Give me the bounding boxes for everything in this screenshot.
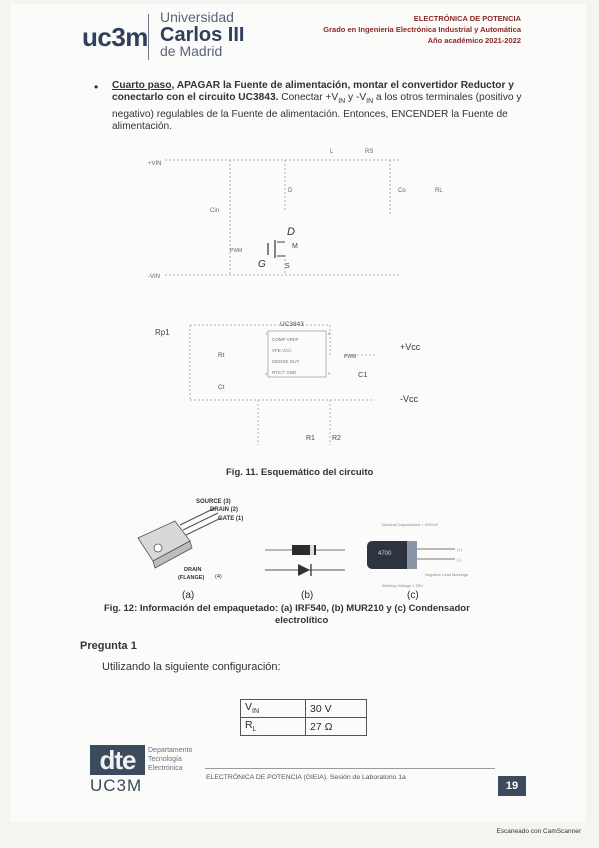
vin-neg-label: -VIN: [148, 274, 160, 280]
logo-divider: [148, 14, 149, 60]
dept-line-2: Tecnología: [148, 756, 182, 763]
param-value-rl: 27 Ω: [305, 717, 367, 736]
buck-converter-schematic: +VIN -VIN L RS D Co RL Cin PWM D M G S: [148, 149, 443, 280]
step-label: Cuarto paso: [112, 80, 172, 91]
logo-universidad: Universidad: [160, 9, 234, 25]
diode-label: D: [288, 188, 293, 194]
drain-flange-label-2: (FLANGE): [178, 575, 204, 581]
question-text: Utilizando la siguiente configuración:: [102, 661, 281, 673]
step-text-rest: a los otros terminales (positivo y negat…: [112, 92, 522, 133]
ic-pins-row-3: ISENSE OUT: [272, 359, 300, 364]
vcc-neg-label: -Vcc: [400, 394, 419, 404]
pwm-label: PWM: [230, 248, 242, 254]
dept-line-1: Departamento: [148, 747, 193, 754]
uc3843-ic-body: [267, 330, 327, 378]
pin-1: 1: [265, 331, 268, 336]
package-drawings: SOURCE (3) DRAIN (2) GATE (1) DRAIN (FLA…: [137, 499, 468, 588]
ic-pins-row-2: VFB VCC: [272, 348, 292, 353]
department-name: Departamento Tecnología Electrónica: [148, 746, 192, 773]
c1-label: C1: [358, 370, 368, 379]
inductor-label: L: [330, 149, 334, 155]
label-c: (c): [407, 590, 419, 601]
logo-carlos-iii: Carlos III: [160, 24, 245, 46]
step-sub-in-2: IN: [366, 98, 374, 106]
label-a: (a): [182, 590, 195, 601]
irf540-package: [137, 507, 222, 569]
step-sub-in-1: IN: [338, 98, 346, 106]
rt-label: Rt: [218, 352, 225, 359]
fig11-caption: Fig. 11. Esquemático del circuito: [226, 467, 374, 478]
question-title: Pregunta 1: [80, 640, 137, 652]
r2-label: R2: [332, 435, 341, 442]
vin-pos-label: +VIN: [148, 161, 162, 167]
page-number: 19: [498, 776, 526, 796]
uc3m-logo: uc3m: [82, 22, 148, 52]
footer-session: ELECTRÓNICA DE POTENCIA (GIEIA). Sesión …: [206, 774, 406, 781]
fig12-caption-line-1: Fig. 12: Información del empaquetado: (a…: [104, 603, 470, 614]
mur210-diode-body: [292, 545, 316, 555]
step-bullet: •: [94, 80, 99, 94]
parameters-table: VIN 30 V RL 27 Ω: [240, 699, 367, 736]
flange-number: (4): [215, 574, 222, 580]
dte-uc3m-logo: UC3M: [90, 776, 143, 795]
label-b: (b): [301, 590, 314, 601]
ic-pins-row-1: COMP VREF: [272, 337, 299, 342]
cin-label: Cin: [210, 208, 219, 214]
ct-label: Ct: [218, 384, 225, 391]
r1-label: R1: [306, 435, 315, 442]
handwritten-s: S: [285, 263, 290, 270]
pin-5: 5: [328, 371, 331, 376]
handwritten-g: G: [258, 259, 266, 270]
cap-minus-label: (-): [457, 557, 462, 562]
rs-label: RS: [365, 149, 373, 155]
handwritten-m: M: [292, 243, 298, 250]
param-name-rl: RL: [240, 717, 306, 736]
footer-divider: [205, 768, 495, 769]
fig12-caption-line-2: electrolítico: [275, 615, 329, 626]
electrolytic-capacitor-body: [367, 541, 417, 569]
cap-nominal-label: Nominal Capacitance = 4700uF: [382, 522, 439, 527]
co-label: Co: [398, 188, 406, 194]
rp1-label: Rp1: [155, 328, 170, 337]
header-course: ELECTRÓNICA DE POTENCIA: [413, 14, 521, 23]
dept-line-3: Electrónica: [148, 765, 183, 772]
gate-pin-label: GATE (1): [218, 516, 243, 522]
cap-plus-label: (+): [457, 547, 463, 552]
step-paragraph: Cuarto paso, APAGAR la Fuente de aliment…: [112, 80, 532, 134]
drain-pin-label: DRAIN (2): [210, 507, 238, 513]
step-text-y: y -V: [345, 92, 367, 104]
handwritten-d: D: [287, 226, 295, 238]
cap-voltage-label: Working Voltage = 25V: [382, 583, 423, 588]
pin-4: 4: [265, 371, 268, 376]
rl-label: RL: [435, 188, 443, 194]
uc3843-schematic: UC3843 COMP VREF VFB VCC ISENSE OUT RT/C…: [155, 321, 421, 445]
header-year: Año académico 2021-2022: [427, 36, 521, 45]
table-row: RL 27 Ω: [240, 717, 367, 736]
pin-8: 8: [328, 331, 331, 336]
param-name-vin: VIN: [240, 699, 306, 718]
logo-madrid: de Madrid: [160, 43, 223, 59]
drain-flange-label-1: DRAIN: [184, 567, 201, 573]
param-value-vin: 30 V: [305, 699, 367, 718]
cap-body-text: 4700: [378, 551, 392, 557]
ic-label: UC3843: [280, 321, 304, 328]
step-bold-text: , APAGAR la Fuente de alimentación, mont…: [112, 80, 514, 104]
diode-symbol: [298, 564, 310, 576]
cap-negative-lead-label: Negative Lead Markings: [425, 572, 468, 577]
vcc-pos-label: +Vcc: [400, 342, 421, 352]
table-row: VIN 30 V: [240, 699, 367, 718]
header-degree: Grado en Ingeniería Electrónica Industri…: [323, 25, 521, 34]
step-text: Conectar +V: [278, 92, 339, 104]
ic-pins-row-4: RT/CT GND: [272, 370, 297, 375]
document-page: [10, 4, 586, 822]
dte-logo: dte: [90, 745, 145, 775]
scanner-watermark: Escaneado con CamScanner: [496, 828, 581, 835]
pwm-output-label: PWM: [344, 354, 356, 360]
source-pin-label: SOURCE (3): [196, 499, 231, 505]
